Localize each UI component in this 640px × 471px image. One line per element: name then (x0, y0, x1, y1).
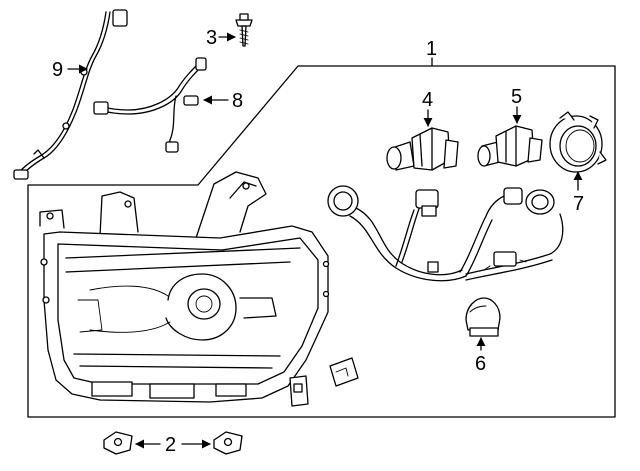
nut-part-2-left (103, 431, 133, 455)
retaining-ring-part-7 (549, 111, 607, 173)
clip-part (329, 357, 359, 387)
callout-5: 5 (511, 86, 522, 108)
bulb-part-5 (477, 125, 543, 167)
nut-part-2-right (213, 431, 243, 455)
assembly-frame (27, 65, 616, 418)
wiring-harness-part-8 (93, 57, 207, 153)
callout-3: 3 (206, 27, 217, 49)
bulb-part-4 (386, 127, 459, 171)
callout-9: 9 (52, 59, 63, 81)
callout-2: 2 (165, 434, 176, 456)
bulb-part-6 (465, 297, 501, 337)
screw-part-3 (235, 13, 253, 47)
callout-1: 1 (426, 38, 437, 60)
callout-8: 8 (232, 90, 243, 112)
socket-harness (327, 185, 564, 282)
headlamp-housing (39, 171, 330, 407)
wiring-harness-part-9 (13, 9, 128, 180)
callout-7: 7 (573, 193, 584, 215)
callout-4: 4 (422, 89, 433, 111)
callout-6: 6 (475, 353, 486, 375)
